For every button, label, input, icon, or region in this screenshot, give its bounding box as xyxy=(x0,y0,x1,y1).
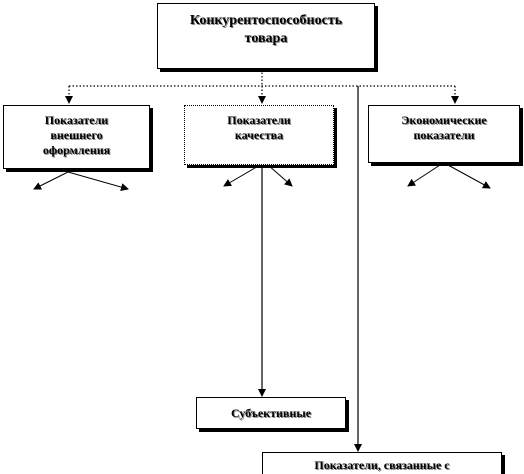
node-quality-label: Показатели качества xyxy=(227,113,291,142)
arrow-external-right xyxy=(67,171,129,191)
arrow-economic-right xyxy=(447,164,491,189)
arrow-economic-left xyxy=(407,164,441,187)
node-quality: Показатели качества xyxy=(184,105,334,165)
node-external-design-label: Показатели внешнего оформления xyxy=(42,113,111,157)
node-economic-label: Экономические показатели xyxy=(401,113,487,142)
arrow-quality-right xyxy=(267,164,293,187)
node-external-design: Показатели внешнего оформления xyxy=(3,105,150,169)
node-subjective: Субъективные xyxy=(196,397,346,429)
node-competitiveness: Конкурентоспособность товара xyxy=(157,3,375,69)
node-related-indicators: Показатели, связанные с xyxy=(262,452,502,474)
node-competitiveness-label: Конкурентоспособность товара xyxy=(189,13,343,46)
node-related-indicators-label: Показатели, связанные с xyxy=(314,458,450,472)
node-economic: Экономические показатели xyxy=(368,105,520,163)
arrow-quality-left xyxy=(223,164,261,187)
arrow-external-left xyxy=(33,171,69,190)
node-subjective-label: Субъективные xyxy=(230,406,312,420)
